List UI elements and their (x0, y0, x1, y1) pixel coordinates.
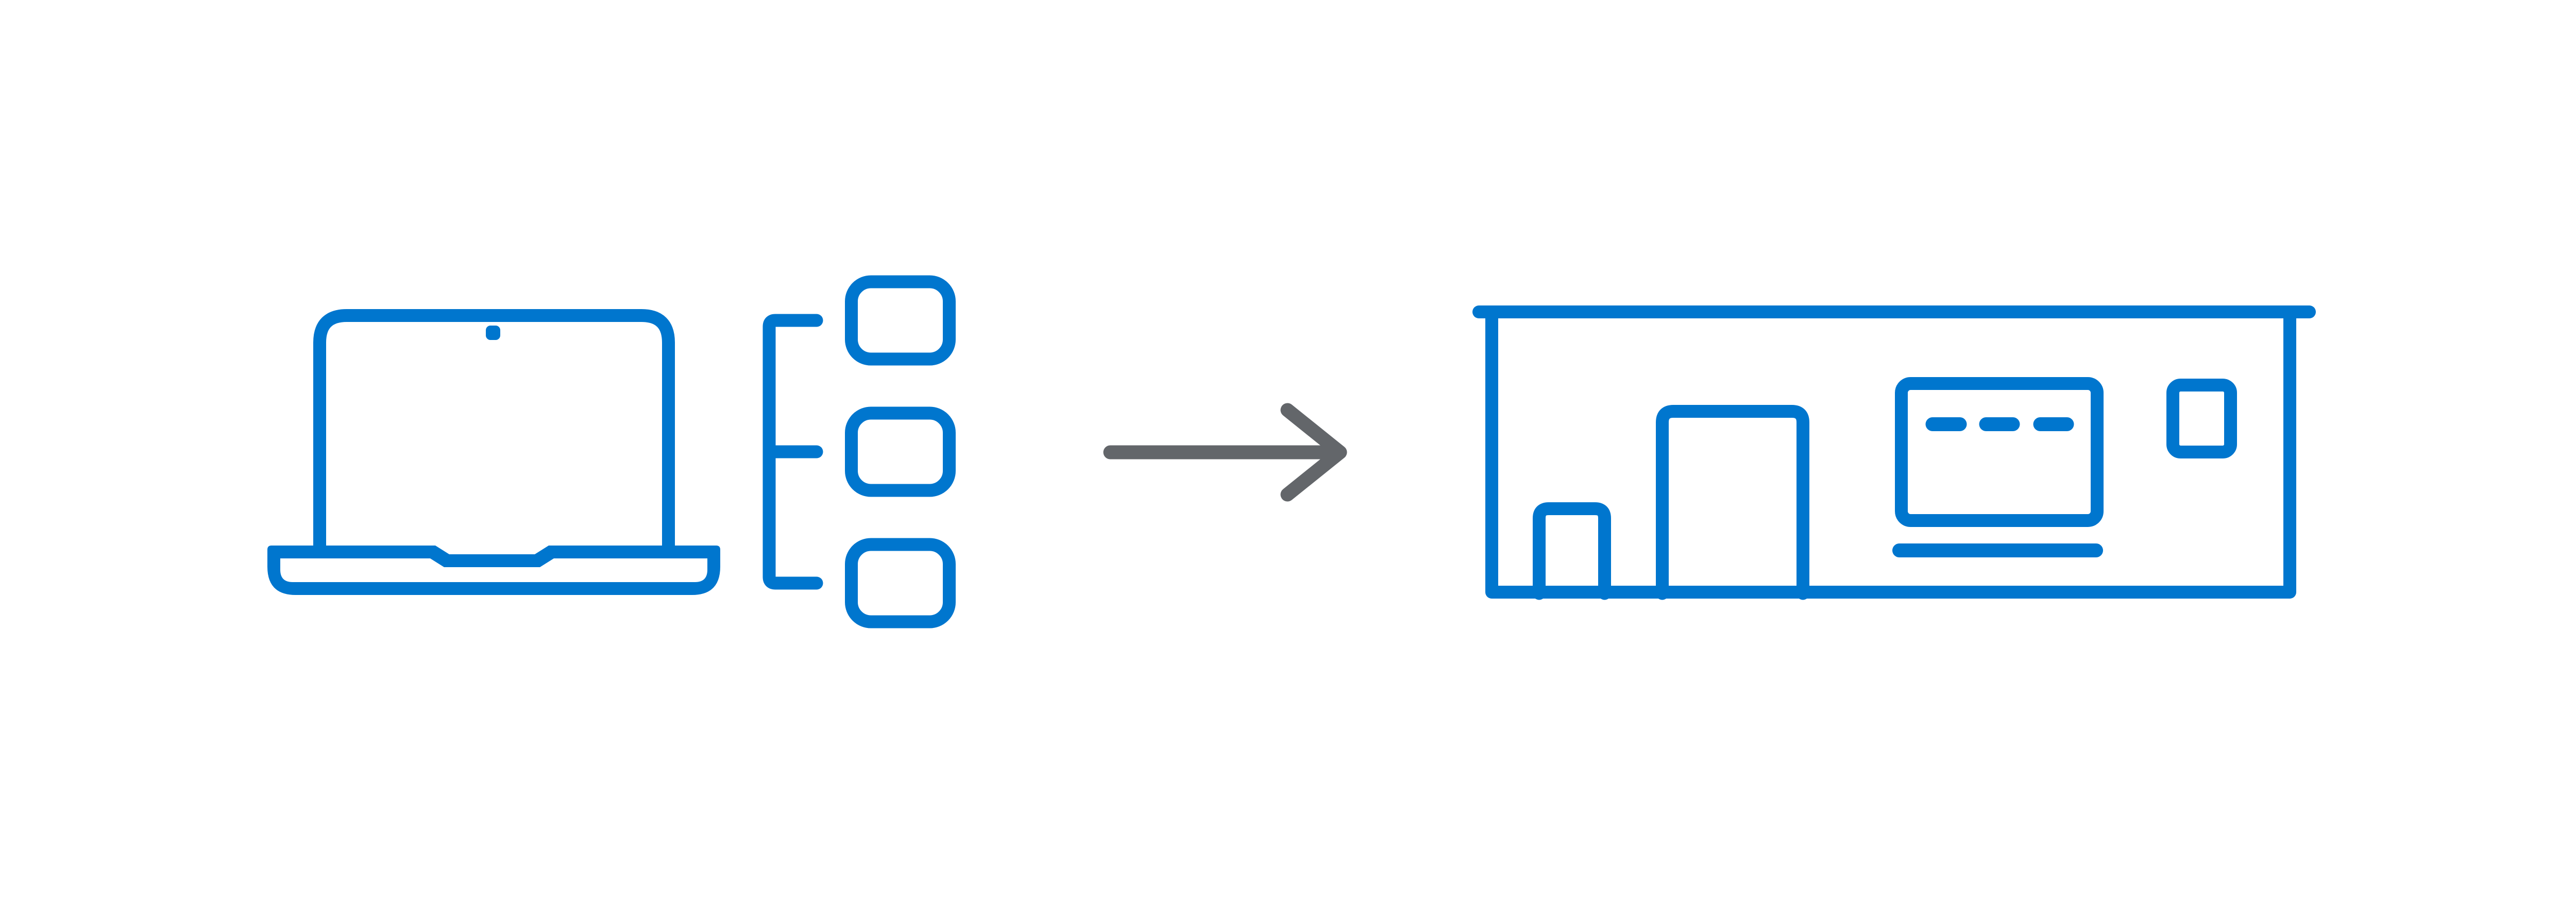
data-center-building-icon (1472, 305, 2316, 600)
arrow-head (1280, 403, 1347, 502)
laptop-screen (313, 309, 675, 558)
building-walls-floor (1485, 311, 2296, 599)
arrow-right-icon (1103, 403, 1347, 502)
building-window (2166, 379, 2237, 458)
building-signboard (1895, 377, 2104, 527)
tree-node-bottom (845, 538, 956, 628)
laptop-icon (267, 309, 720, 595)
hierarchy-tree-icon (762, 275, 956, 628)
building-crate (1533, 502, 1611, 600)
tree-node-top (845, 275, 956, 366)
laptop-camera-icon (486, 326, 500, 340)
tree-node-middle (845, 406, 956, 497)
laptop-base (267, 546, 720, 595)
building-door (1656, 405, 1809, 600)
